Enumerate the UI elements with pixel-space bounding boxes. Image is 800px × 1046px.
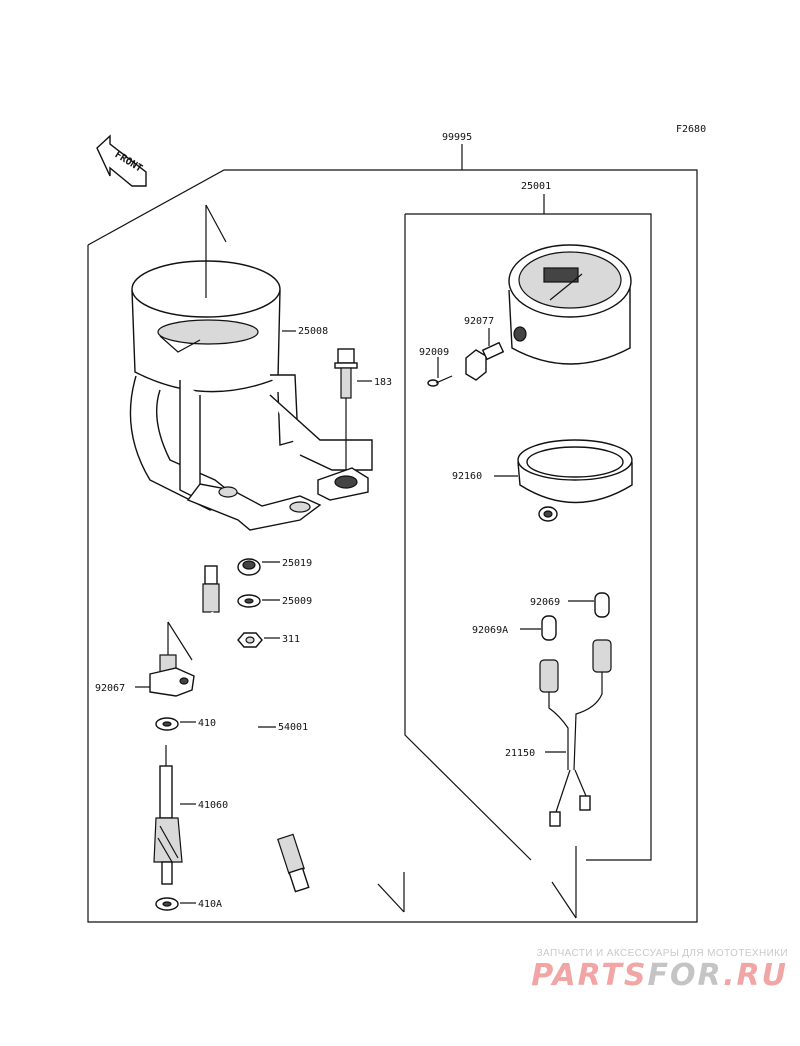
label-99995: 99995 <box>442 132 472 143</box>
watermark: ЗАПЧАСТИ И АКСЕССУАРЫ ДЛЯ МОТОТЕХНИКИ PA… <box>468 948 788 993</box>
bolt-183 <box>334 348 372 470</box>
watermark-brand-for: FOR <box>647 958 724 993</box>
label-92069: 92069 <box>530 597 560 608</box>
label-311: 311 <box>282 634 300 645</box>
label-92009: 92009 <box>419 347 449 358</box>
nut-311 <box>237 632 280 648</box>
label-41060: 41060 <box>198 800 228 811</box>
watermark-brand-ru: .RU <box>723 958 788 993</box>
gear-92077 <box>465 328 505 381</box>
label-25008: 25008 <box>298 326 328 337</box>
meter-head <box>508 244 632 365</box>
watermark-tagline: ЗАПЧАСТИ И АКСЕССУАРЫ ДЛЯ МОТОТЕХНИКИ <box>536 948 788 959</box>
label-92160: 92160 <box>452 471 482 482</box>
front-arrow-icon: FRONT <box>96 134 147 187</box>
bulb-92069a <box>520 615 557 641</box>
label-21150: 21150 <box>505 748 535 759</box>
watermark-brand: PARTSFOR.RU <box>468 959 788 993</box>
cable-54001 <box>202 565 310 893</box>
label-54001: 54001 <box>278 722 308 733</box>
ring-92160 <box>494 439 633 522</box>
shaft-41060 <box>153 745 196 885</box>
housing-25008 <box>129 204 373 531</box>
label-92077: 92077 <box>464 316 494 327</box>
attachment-marks <box>377 846 577 919</box>
label-183: 183 <box>374 377 392 388</box>
assembly-frame <box>87 144 698 923</box>
label-25009: 25009 <box>282 596 312 607</box>
bulb-92069 <box>568 592 610 618</box>
meter-subframe <box>404 194 652 861</box>
washer-410a <box>155 897 196 911</box>
bracket-92067 <box>135 621 195 697</box>
harness-21150 <box>539 639 612 827</box>
washer-410 <box>155 717 196 731</box>
label-92067: 92067 <box>95 683 125 694</box>
screw-92009 <box>427 357 453 387</box>
label-92069a: 92069A <box>472 625 508 636</box>
washer-25009 <box>237 594 280 608</box>
label-25019: 25019 <box>282 558 312 569</box>
watermark-brand-parts: PARTS <box>531 958 648 993</box>
label-410: 410 <box>198 718 216 729</box>
label-25001: 25001 <box>521 181 551 192</box>
label-410a: 410A <box>198 899 222 910</box>
damper-25019 <box>237 558 280 576</box>
figure-code: F2680 <box>676 124 706 135</box>
